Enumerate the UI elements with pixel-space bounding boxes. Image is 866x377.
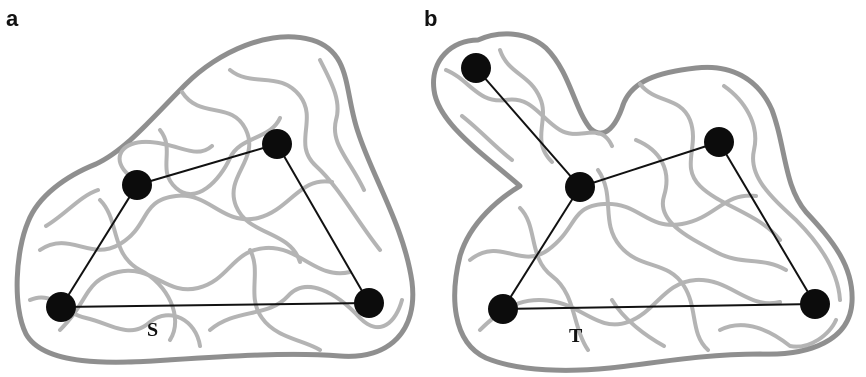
panel-b-letter: b (424, 6, 437, 31)
panel-a-chain (248, 248, 322, 352)
panel-b-chain (444, 68, 614, 148)
panel-b-chain (610, 298, 666, 348)
panel-a-node (122, 170, 152, 200)
panel-a-polymer-chains (28, 58, 404, 352)
panel-b-edges (475, 67, 816, 310)
panel-b-node (488, 294, 518, 324)
panel-a-chain (38, 179, 334, 252)
panel-b-chain (468, 193, 758, 262)
panel-b-edge (718, 141, 816, 305)
panel-a-edge (60, 302, 370, 308)
panel-b-chain (634, 138, 788, 272)
panel-b-node (565, 172, 595, 202)
panel-b-outline (431, 31, 855, 373)
panel-a-chain (117, 139, 214, 178)
panel-b-polymer-chains (444, 48, 842, 352)
panel-a-chain (228, 68, 382, 252)
panel-a-edge (276, 143, 370, 304)
panel-b-chain (596, 168, 710, 352)
panel-b-chain (722, 84, 842, 302)
panel-b-nodes (461, 53, 830, 324)
panel-a-nodes (46, 129, 384, 322)
panel-b-label: T (569, 325, 583, 347)
panel-a-node (262, 129, 292, 159)
panel-b-chain (518, 206, 590, 352)
panel-b-chain (638, 82, 782, 242)
panel-b-edge (502, 303, 816, 310)
panel-a-edges (60, 143, 370, 308)
panel-a-letter: a (6, 6, 19, 31)
panel-b-node (704, 127, 734, 157)
panel-b-chain (460, 114, 514, 162)
panel-a-chain (318, 58, 366, 192)
panel-a-chain (180, 90, 302, 264)
panel-a-outline (14, 34, 416, 365)
panel-b-edge (579, 141, 720, 188)
panel-a-chain (208, 285, 404, 332)
panel-b-node (461, 53, 491, 83)
panel-a-edge (60, 184, 138, 308)
panel-a-chain (44, 188, 100, 228)
panel-a-chain (158, 116, 282, 196)
panel-a-node (46, 292, 76, 322)
panel-b-edge (475, 67, 581, 188)
panel-a-node (354, 288, 384, 318)
panel-b-node (800, 289, 830, 319)
panel-a-label: S (147, 319, 158, 341)
panel-b-chain (718, 318, 838, 349)
panel-b-edge (502, 186, 581, 310)
panel-a: a S (6, 6, 416, 365)
panel-a-chain (58, 245, 352, 332)
panel-b: b (424, 6, 855, 373)
panel-a-edge (136, 143, 278, 186)
